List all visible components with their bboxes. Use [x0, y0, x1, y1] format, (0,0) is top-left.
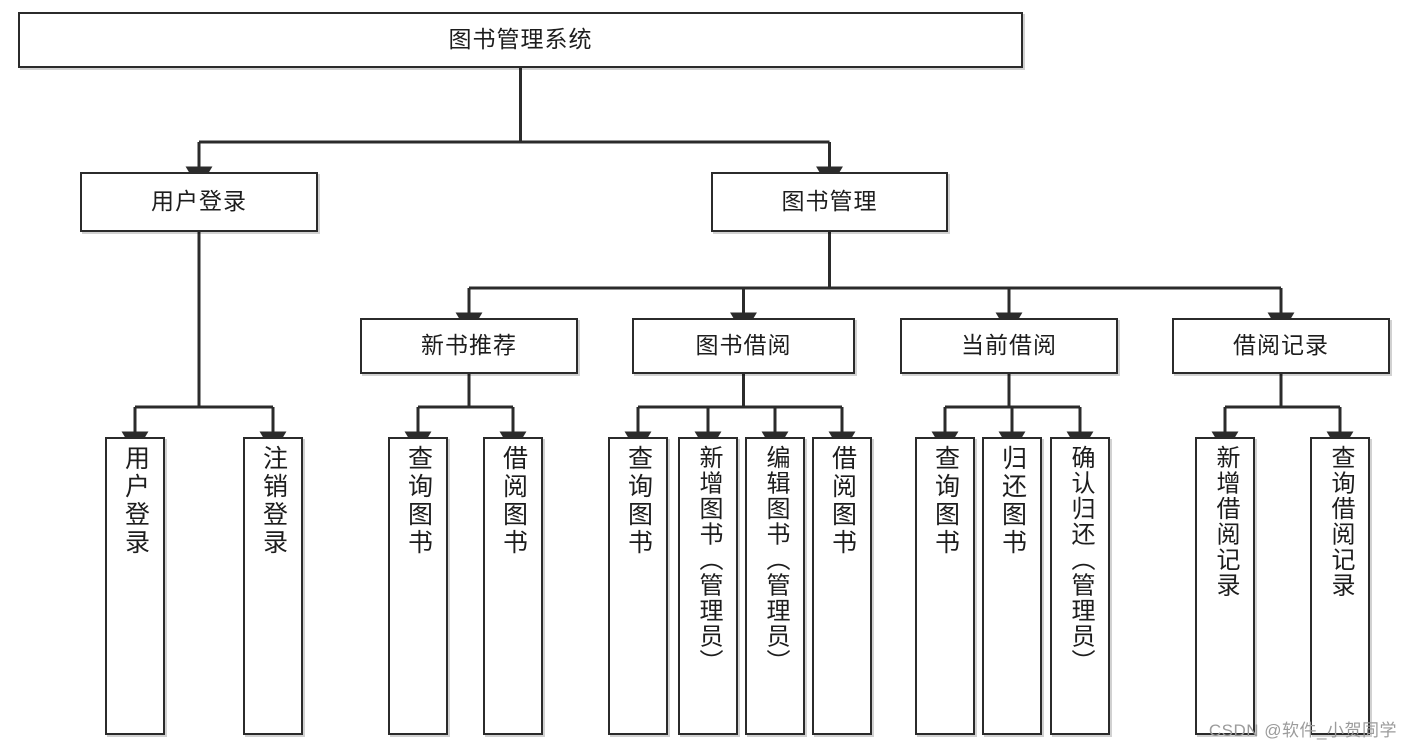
node-l13[interactable]: 查询借阅记录: [1310, 437, 1370, 735]
node-l9[interactable]: 查询图书: [915, 437, 975, 735]
node-records[interactable]: 借阅记录: [1172, 318, 1390, 374]
node-l6[interactable]: 新增图书（管理员）: [678, 437, 738, 735]
node-bookmgmt[interactable]: 图书管理: [711, 172, 948, 232]
node-l8[interactable]: 借阅图书: [812, 437, 872, 735]
node-label: 当前借阅: [961, 332, 1057, 359]
node-label: 图书借阅: [695, 332, 792, 359]
node-label: 借阅图书: [828, 445, 857, 557]
node-label: 新增借阅记录: [1212, 445, 1239, 598]
node-label: 借阅记录: [1233, 332, 1329, 359]
node-l5[interactable]: 查询图书: [608, 437, 668, 735]
node-newbook[interactable]: 新书推荐: [360, 318, 578, 374]
node-label: 用户登录: [151, 188, 247, 215]
node-label: 编辑图书（管理员）: [762, 445, 789, 675]
node-l4[interactable]: 借阅图书: [483, 437, 543, 735]
node-label: 图书管理系统: [448, 26, 593, 53]
watermark: CSDN @软件_小贺同学: [1208, 721, 1397, 740]
node-label: 新增图书（管理员）: [695, 445, 722, 675]
node-label: 查询借阅记录: [1327, 445, 1354, 598]
node-l2[interactable]: 注销登录: [243, 437, 303, 735]
node-l12[interactable]: 新增借阅记录: [1195, 437, 1255, 735]
node-label: 图书管理: [781, 188, 878, 215]
node-root[interactable]: 图书管理系统: [18, 12, 1023, 68]
node-label: 借阅图书: [499, 445, 528, 557]
node-l1[interactable]: 用户登录: [105, 437, 165, 735]
node-label: 查询图书: [931, 445, 960, 557]
node-current[interactable]: 当前借阅: [900, 318, 1118, 374]
node-label: 查询图书: [404, 445, 433, 557]
node-label: 新书推荐: [421, 332, 517, 359]
node-borrow[interactable]: 图书借阅: [632, 318, 855, 374]
node-l10[interactable]: 归还图书: [982, 437, 1042, 735]
node-l11[interactable]: 确认归还（管理员）: [1050, 437, 1110, 735]
node-l7[interactable]: 编辑图书（管理员）: [745, 437, 805, 735]
node-label: 查询图书: [624, 445, 653, 557]
node-login[interactable]: 用户登录: [80, 172, 318, 232]
node-label: 确认归还（管理员）: [1067, 445, 1094, 675]
node-label: 注销登录: [259, 445, 288, 557]
node-l3[interactable]: 查询图书: [388, 437, 448, 735]
node-label: 用户登录: [121, 445, 150, 557]
node-label: 归还图书: [998, 445, 1027, 557]
